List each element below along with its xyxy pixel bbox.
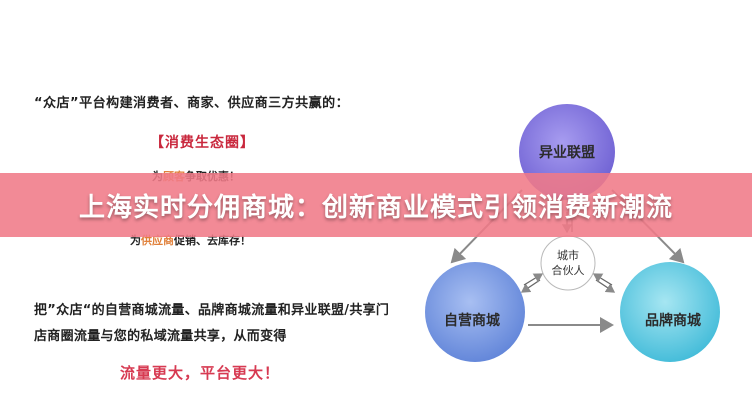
description-paragraph: 把”众店“的自营商城流量、品牌商城流量和异业联盟/共享门店商圈流量与您的私域流量…: [34, 303, 390, 344]
arrow-center-right-2: [592, 273, 613, 286]
title-banner: 上海实时分佣商城：创新商业模式引领消费新潮流: [0, 173, 752, 237]
banner-title: 上海实时分佣商城：创新商业模式引领消费新潮流: [78, 192, 673, 223]
circle-self-operated: [425, 262, 525, 362]
center-node: [540, 235, 596, 291]
arrow-center-left-1: [520, 279, 541, 293]
arrow-center-right-1: [595, 279, 616, 293]
benefit-line-suppliers: 为供应商促销、去库存！: [130, 232, 251, 248]
line2-prefix: 为: [130, 234, 141, 247]
section-title: 【消费生态圈】: [150, 135, 255, 151]
label-brand: 品牌商城: [645, 312, 701, 329]
intro-text: “众店”平台构建消费者、商家、供应商三方共赢的：: [34, 96, 350, 111]
circle-brand: [620, 262, 720, 362]
label-alliance: 异业联盟: [539, 145, 595, 161]
line2-highlight: 供应商: [141, 234, 174, 247]
label-self-operated: 自营商城: [444, 312, 500, 329]
center-label-2: 合伙人: [552, 263, 585, 277]
center-label-1: 城市: [557, 248, 579, 262]
line2-tail: 促销、去库存！: [174, 234, 251, 247]
arrow-center-left-2: [523, 273, 544, 286]
slogan: 流量更大，平台更大！: [120, 364, 281, 382]
